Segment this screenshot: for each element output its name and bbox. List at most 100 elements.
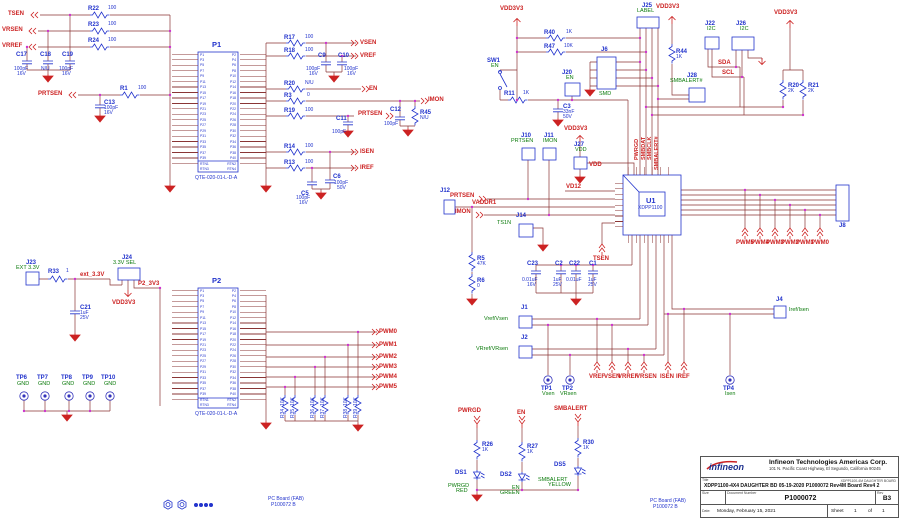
lbl-50v: 50V [563,114,572,120]
lbl-pwrgd: PWRGD [634,138,640,160]
lbl-vdd3v3: VDD3V3 [112,300,136,306]
lbl-gnd: GND [104,381,117,387]
pin-name: RTN1 [200,397,209,402]
lbl-p100072-b: P100072 B [653,504,678,510]
lbl-0-01uf: 0.01uF [566,277,582,283]
lbl-gnd: GND [17,381,30,387]
date-value: Monday, February 15, 2021 [717,509,776,514]
rev-value: B3 [882,495,892,502]
lbl-tp2: TP2 [562,386,574,392]
pin-name: P24 [229,112,236,117]
lbl-25v: 25V [553,282,562,288]
lbl-r14: R14 [284,144,296,150]
lbl-n-u: N/U [420,115,429,121]
lbl-j23: J23 [26,260,37,266]
pin-name: P5 [200,63,205,68]
pin-name: P14 [229,321,236,326]
lbl-16v: 16V [309,71,318,77]
pin-name: P14 [229,85,236,90]
lbl-j11: J11 [544,133,554,139]
lbl-isen: ISEN [360,149,375,155]
lbl-prtsen: PRTSEN [38,91,63,97]
j10-connector [521,147,536,161]
lbl-tp1: TP1 [541,386,553,392]
tp8-testpoint [64,391,74,401]
infineon-logo: infineon [701,457,769,477]
lbl-r22: R22 [88,6,100,12]
size-label: Size [702,491,709,495]
lbl-qte-020-01-l-d-a: QTE-020-01-L-D-A [195,175,238,181]
pin-name: P9 [200,74,205,79]
lbl-0-01uf: 0.01uF [522,277,538,283]
lbl-100: 100 [138,85,147,91]
lbl-r45: R45 [420,110,432,116]
lbl-smbalert-: SMBALERT# [670,78,703,84]
lbl-label: LABEL [637,8,655,14]
lbl-pc-board-fab-: PC Board (FAB) [650,498,686,504]
pin-name: P31 [200,134,207,139]
lbl-100pf: 100pF [59,66,74,72]
pin-name: P39 [200,156,207,161]
p1-connector [197,51,239,173]
rev-label: Rev [877,491,884,495]
pin-name: P24 [229,348,236,353]
date-label: Date: [702,509,711,513]
pin-name: RTN4 [227,167,236,172]
lbl-smbclk: SMBCLK [647,136,653,160]
lbl-c18: C18 [40,52,52,58]
pin-name: P5 [200,299,205,304]
lbl-vrref: VRREF [2,43,23,49]
pin-name: P2 [231,52,236,57]
lbl-prtsen: PRTSEN [358,111,383,117]
lbl-pwm3: PWM3 [766,240,784,246]
j28-connector [688,87,706,103]
u1-left-pin-stubs [615,183,623,227]
lbl-25v: 25V [588,282,597,288]
lbl-vd12: VD12 [566,184,582,190]
lbl-c12: C12 [390,107,402,113]
lbl-pwm1: PWM1 [796,240,814,246]
pin-name: P35 [200,145,207,150]
j23-connector [25,271,40,286]
lbl-tp7: TP7 [37,375,49,381]
pin-name: RTN1 [200,161,209,166]
lbl-33nf: 33nF [563,109,575,115]
lbl-c10: C10 [338,53,350,59]
lbl-ds2: DS2 [500,472,512,478]
title-label: Title [702,478,709,482]
lbl-j22: J22 [705,21,716,27]
lbl-47k: 47K [477,261,486,267]
lbl-r38-10k: R38 10K [343,397,349,418]
lbl-en: EN [369,86,378,92]
lbl-r35-10k: R35 10K [290,397,296,418]
lbl-100pf: 100pF [384,121,399,127]
pin-name: P3 [200,57,205,62]
j14-connector [518,223,534,238]
lbl-1k: 1K [566,29,573,35]
pin-name: P17 [200,96,207,101]
pin-name: P40 [229,392,236,397]
j20-connector [564,82,581,97]
ds1-led [473,469,485,481]
lbl-r47: R47 [544,44,556,50]
lbl-j12: J12 [440,188,451,194]
pin-name: P4 [231,57,236,62]
lbl-ds1: DS1 [455,470,467,476]
pin-name: P26 [229,117,236,122]
pin-name: P16 [229,90,236,95]
pin-name: P25 [200,353,207,358]
pin-name: P35 [200,381,207,386]
lbl-c13: C13 [104,100,116,106]
lbl-j26: J26 [736,21,747,27]
lbl-iref: IREF [676,374,690,380]
pin-name: P34 [229,139,236,144]
lbl-100: 100 [305,143,314,149]
lbl-pwm5: PWM5 [379,384,397,390]
lbl-yellow: YELLOW [548,482,571,488]
lbl-c17: C17 [16,52,28,58]
pin-name: P11 [200,79,206,84]
pin-name: P22 [229,343,236,348]
pin-name: P23 [200,348,207,353]
